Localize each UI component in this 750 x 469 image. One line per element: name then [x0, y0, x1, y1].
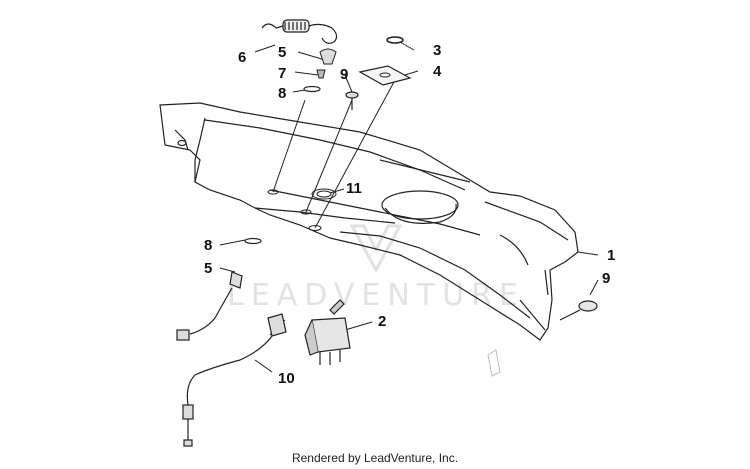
callout-2: 2	[378, 313, 386, 330]
callout-5-upper: 5	[278, 44, 286, 61]
callout-4: 4	[433, 63, 442, 80]
callout-8-lower: 8	[204, 237, 212, 254]
rear-housing-part	[159, 102, 579, 341]
wire-connector-part	[261, 19, 338, 44]
callout-11: 11	[346, 180, 362, 197]
plate-part	[358, 65, 412, 86]
cap-part-lower	[176, 271, 243, 341]
callout-8-upper: 8	[278, 85, 286, 102]
callout-1: 1	[607, 247, 615, 264]
toggle-switch-part	[304, 299, 351, 365]
callout-3: 3	[433, 42, 441, 59]
callout-6: 6	[238, 49, 246, 66]
harness-part	[182, 313, 287, 447]
callout-labels: 1 2 3 4 5 5 6 7 8 8 9 9 10 11	[204, 42, 615, 387]
grommet-part	[386, 36, 404, 44]
callout-5-lower: 5	[204, 260, 212, 277]
housing-holes	[267, 188, 337, 231]
callout-7: 7	[278, 65, 286, 82]
callout-10: 10	[278, 370, 295, 387]
watermark-text: LEADVENTURE	[227, 278, 525, 313]
ghost-clip-part	[487, 349, 501, 377]
callout-9-upper: 9	[340, 66, 348, 83]
leader-lines	[219, 41, 599, 373]
watermark-logo-icon	[349, 224, 403, 274]
screw-part-right	[559, 300, 598, 321]
leadventure-watermark: LEADVENTURE	[227, 224, 525, 313]
footer-credit: Rendered by LeadVenture, Inc.	[291, 451, 459, 465]
washer-part-lower	[244, 237, 262, 245]
cap-part-upper	[319, 48, 337, 65]
callout-9-right: 9	[602, 270, 610, 287]
nut-part	[316, 69, 326, 79]
washer-part-upper	[303, 85, 321, 93]
screw-part-upper	[345, 91, 359, 110]
